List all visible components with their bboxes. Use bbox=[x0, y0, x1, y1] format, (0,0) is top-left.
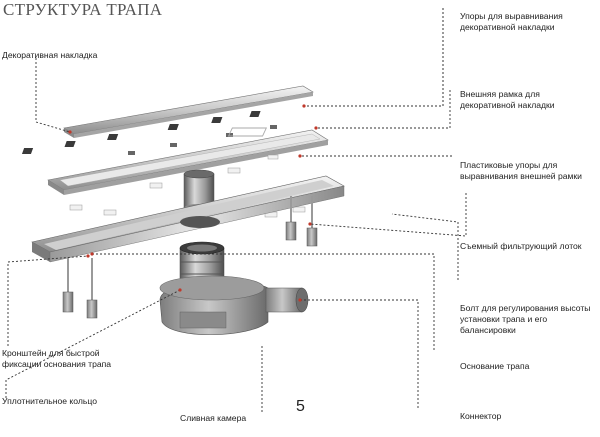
label-base: Основание трапа bbox=[460, 361, 530, 371]
label-bolt-line3: балансировки bbox=[460, 325, 516, 335]
adjustable-legs bbox=[62, 196, 318, 319]
page-title: СТРУКТУРА ТРАПА bbox=[3, 0, 163, 19]
label-decor-stops: Упоры для выравнивания декоративной накл… bbox=[460, 11, 563, 33]
label-plastic-stops-line1: Пластиковые упоры для bbox=[460, 160, 558, 170]
label-drain-chamber: Сливная камера bbox=[180, 413, 247, 423]
label-seal-ring: Уплотнительное кольцо bbox=[2, 396, 97, 406]
label-bolt: Болт для регулирования высоты установки … bbox=[460, 303, 591, 336]
page-number: 5 bbox=[296, 398, 305, 415]
label-bracket: Кронштейн для быстрой фиксации основания… bbox=[2, 348, 111, 370]
label-connector: Коннектор bbox=[460, 411, 502, 421]
label-outer-frame-line1: Внешняя рамка для bbox=[460, 89, 540, 99]
label-decor-stops-line1: Упоры для выравнивания bbox=[460, 11, 563, 21]
label-decorative-overlay: Декоративная накладка bbox=[2, 50, 98, 60]
label-outer-frame: Внешняя рамка для декоративной накладки bbox=[460, 89, 555, 111]
decorative-overlay bbox=[63, 85, 314, 138]
drain-channel bbox=[31, 175, 345, 263]
label-bracket-line2: фиксации основания трапа bbox=[2, 359, 112, 369]
label-bolt-line2: установки трапа и его bbox=[460, 314, 548, 324]
drain-chamber bbox=[159, 275, 269, 336]
label-bolt-line1: Болт для регулирования высоты bbox=[460, 303, 591, 313]
label-filter-tray: Съемный фильтрующий лоток bbox=[460, 241, 582, 251]
label-bracket-line1: Кронштейн для быстрой bbox=[2, 348, 100, 358]
label-outer-frame-line2: декоративной накладки bbox=[460, 100, 555, 110]
outer-frame bbox=[47, 127, 329, 195]
label-plastic-stops-line2: выравнивания внешней рамки bbox=[460, 171, 582, 181]
connector bbox=[265, 287, 309, 313]
leader-lines bbox=[5, 8, 467, 412]
leader-dots bbox=[68, 104, 318, 302]
label-plastic-stops: Пластиковые упоры для выравнивания внешн… bbox=[460, 160, 582, 182]
label-decor-stops-line2: декоративной накладки bbox=[460, 22, 555, 32]
